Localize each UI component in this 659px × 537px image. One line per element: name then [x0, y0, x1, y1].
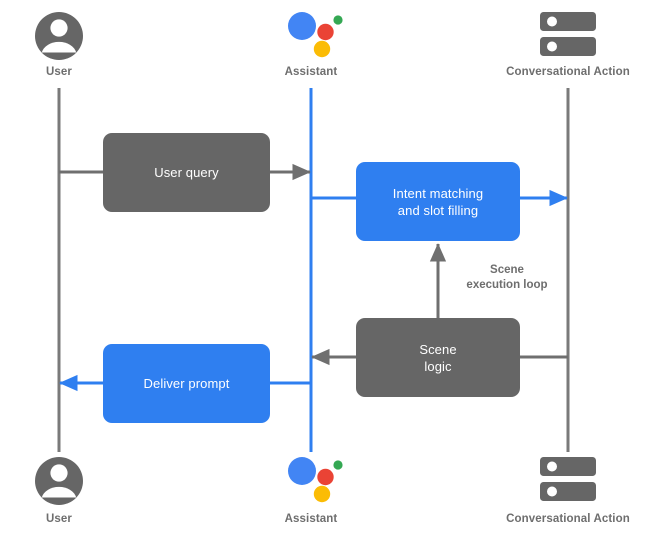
assistant-icon [288, 12, 343, 58]
node-user-query-label: User query [154, 165, 219, 180]
assistant-icon [288, 457, 343, 503]
node-deliver-prompt-label: Deliver prompt [143, 376, 230, 391]
actor-label-user-top: User [46, 66, 72, 78]
node-deliver-prompt[interactable]: Deliver prompt [103, 344, 270, 423]
actor-label-user-bottom: User [46, 513, 72, 525]
server-icon [540, 457, 596, 501]
actor-label-assistant-top: Assistant [284, 66, 338, 78]
user-avatar-icon [35, 457, 83, 505]
server-icon [540, 12, 596, 56]
actor-label-assistant-bottom: Assistant [284, 513, 338, 525]
node-user-query[interactable]: User query [103, 133, 270, 212]
user-avatar-icon [35, 12, 83, 60]
actor-label-conversational-action-bottom: Conversational Action [506, 513, 630, 525]
actor-label-conversational-action-top: Conversational Action [506, 66, 630, 78]
